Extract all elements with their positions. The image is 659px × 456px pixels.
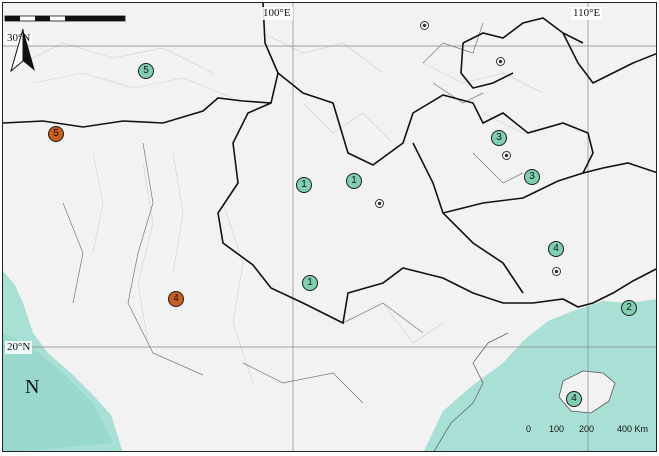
marker-4[interactable]: 4	[168, 291, 184, 307]
marker-1[interactable]: 1	[296, 177, 312, 193]
city-symbol	[420, 21, 429, 30]
marker-1[interactable]: 1	[302, 275, 318, 291]
scale-tick-200: 200	[579, 424, 595, 434]
basemap	[3, 3, 656, 451]
north-arrow-icon	[10, 28, 35, 73]
scale-tick-0: 0	[526, 424, 532, 434]
marker-3[interactable]: 3	[491, 130, 507, 146]
city-symbol	[496, 57, 505, 66]
terrain-shading	[22, 32, 564, 384]
study-area-boundary	[3, 3, 656, 325]
marker-4[interactable]: 4	[566, 391, 582, 407]
city-symbol	[375, 199, 384, 208]
marker-3[interactable]: 3	[524, 169, 540, 185]
graticule-lines	[3, 3, 656, 451]
indochina-coast	[433, 332, 509, 451]
lon-label-100e: 100°E	[261, 7, 293, 20]
sea-south-china-sea	[423, 299, 656, 451]
lon-label-110e: 110°E	[571, 7, 603, 20]
north-arrow-label: N	[25, 376, 40, 398]
scale-tick-400: 400 Km	[617, 424, 649, 434]
marker-1[interactable]: 1	[346, 173, 362, 189]
city-symbol	[502, 151, 511, 160]
scale-tick-100: 100	[549, 424, 565, 434]
marker-5[interactable]: 5	[48, 126, 64, 142]
marker-5[interactable]: 5	[138, 63, 154, 79]
marker-2[interactable]: 2	[621, 300, 637, 316]
scale-bar	[4, 15, 126, 22]
lat-label-20n: 20°N	[5, 341, 33, 354]
city-symbol	[552, 267, 561, 276]
marker-4[interactable]: 4	[548, 241, 564, 257]
sea-deep	[3, 333, 113, 451]
